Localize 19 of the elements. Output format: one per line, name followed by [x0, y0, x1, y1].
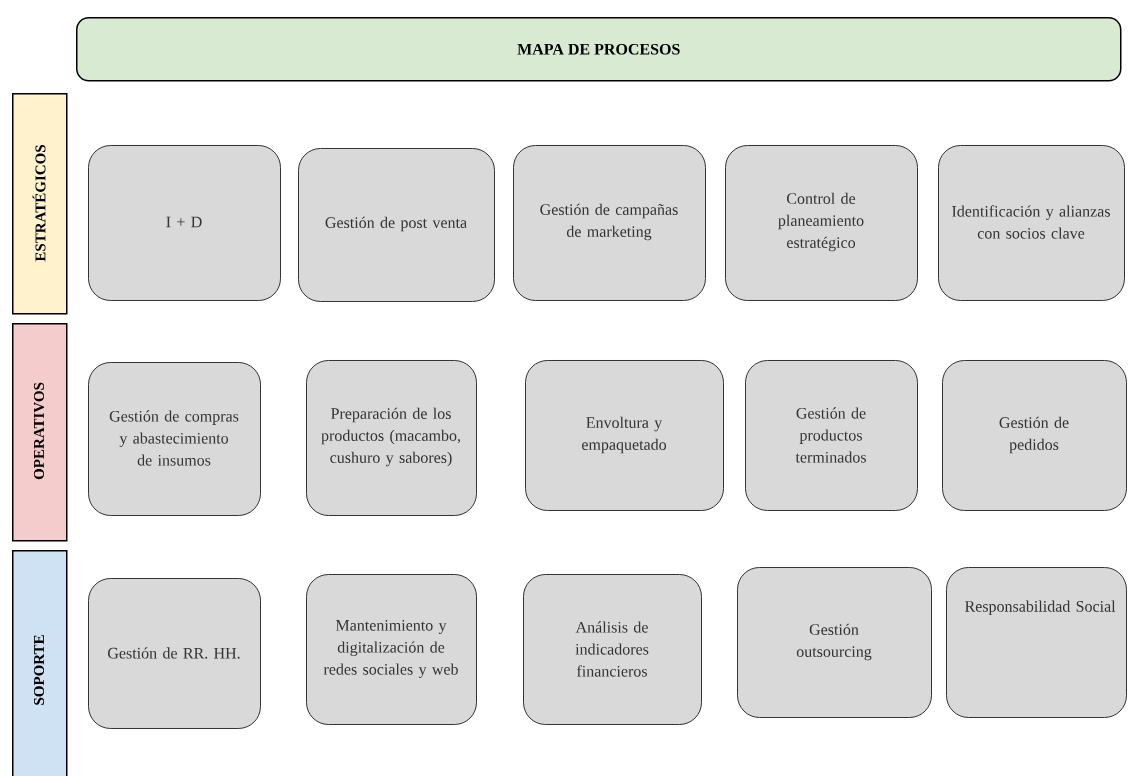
process-box: Gestión de compras y abastecimiento de insumos — [88, 362, 261, 516]
process-box: Responsabilidad Social — [946, 567, 1127, 718]
process-box: Análisis de indicadores financieros — [523, 574, 702, 725]
process-box: Gestión de RR. HH. — [88, 578, 261, 729]
process-box: Gestión outsourcing — [737, 567, 932, 718]
process-box: Mantenimiento y digitalización de redes sociales y web — [306, 574, 477, 725]
process-box: Control de planeamiento estratégico — [725, 145, 918, 301]
title-banner: MAPA DE PROCESOS — [76, 17, 1122, 82]
process-box: I + D — [88, 145, 281, 301]
process-box: Envoltura y empaquetado — [525, 360, 724, 511]
category-band: OPERATIVOS — [12, 323, 68, 542]
process-box: Gestión de campañas de marketing — [513, 145, 706, 301]
process-box: Gestión de pedidos — [942, 360, 1127, 511]
category-band: ESTRATÉGICOS — [12, 93, 68, 315]
process-box: Gestión de post venta — [298, 148, 495, 302]
process-box: Preparación de los productos (macambo, cushuro y sabores) — [306, 360, 477, 516]
process-box: Gestión de productos terminados — [745, 360, 918, 511]
process-box: Identificación y alianzas con socios clave — [938, 145, 1125, 301]
category-band: SOPORTE — [12, 550, 68, 776]
